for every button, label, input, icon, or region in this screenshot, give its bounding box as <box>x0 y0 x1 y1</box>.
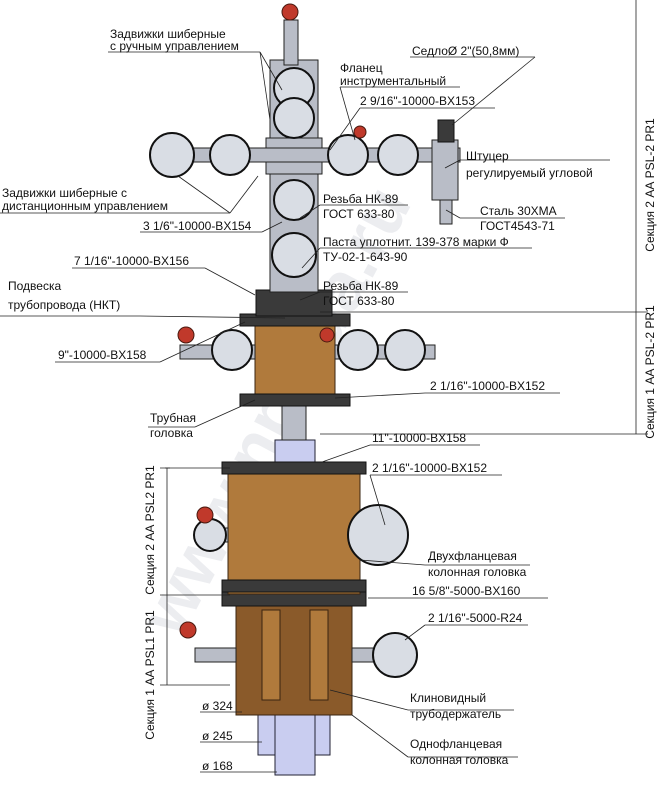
label-bx153: 2 9/16"-10000-BX153 <box>360 94 475 108</box>
valve-wheels <box>149 67 426 678</box>
tubing-right-valve-2 <box>384 329 426 371</box>
choke-outlet <box>439 199 453 225</box>
section-labels: Секция 2 АА PSL-2 PR1 Секция 1 АА PSL-2 … <box>143 118 657 740</box>
double-flange-top <box>221 461 367 475</box>
label-gost633-2: ГОСТ 633-80 <box>323 294 395 308</box>
section-2-low-label: Секция 2 АА PSL2 PR1 <box>143 465 157 595</box>
label-bx154: 3 1/6"-10000-BX154 <box>143 219 252 233</box>
lower-master-valve-2 <box>271 232 317 278</box>
label-seat: СедлоØ 2"(50,8мм) <box>412 44 519 58</box>
left-wing-valve-1 <box>149 132 195 178</box>
double-flange-body <box>227 467 361 595</box>
tree-adapter <box>255 289 333 317</box>
leader-lines <box>0 51 610 773</box>
label-gate-valves-manual-2: с ручным управлением <box>110 39 239 53</box>
label-double-flange-2: колонная головка <box>428 565 527 579</box>
label-tubing-head-1: Трубная <box>150 411 196 425</box>
red-gauges <box>177 3 367 639</box>
label-single-flange-1: Однофланцевая <box>410 737 502 751</box>
wedge-hanger-right <box>309 609 329 701</box>
label-paste-1: Паста уплотнит. 139-378 марки Ф <box>323 235 509 249</box>
label-paste-2: ТУ-02-1-643-90 <box>323 250 408 264</box>
section-dimensions <box>160 0 648 686</box>
section-1-low-label: Секция 1 АА PSL1 PR1 <box>143 610 157 740</box>
wedge-hanger-left <box>261 609 281 701</box>
label-thread-nk89-2: Резьба НК-89 <box>323 279 399 293</box>
right-wing-valve-2 <box>377 134 419 176</box>
label-thread-nk89-1: Резьба НК-89 <box>323 192 399 206</box>
label-r24: 2 1/16"-5000-R24 <box>428 611 523 625</box>
label-tubing-head-2: головка <box>150 426 193 440</box>
left-wing-valve-2 <box>209 134 251 176</box>
choke-bonnet <box>437 119 455 143</box>
label-bx152-mid: 2 1/16"-10000-BX152 <box>372 461 487 475</box>
lower-master-valve-1 <box>273 179 315 221</box>
label-bx152-top: 2 1/16"-10000-BX152 <box>430 379 545 393</box>
label-double-flange-1: Двухфланцевая <box>428 549 517 563</box>
column-head-side-valve <box>347 504 409 566</box>
label-steel-1: Сталь 30ХМА <box>480 204 557 218</box>
tubing-left-gauge <box>177 326 195 344</box>
single-flange-body <box>235 594 353 716</box>
label-hanger-2: трубопровода (НКТ) <box>8 298 120 312</box>
lower-left-outlet <box>194 647 237 663</box>
right-wing-valve-1 <box>327 134 369 176</box>
label-bx156: 7 1/16"-10000-BX156 <box>74 254 189 268</box>
label-d245: ø 245 <box>202 729 233 743</box>
section-2-top-label: Секция 2 АА PSL-2 PR1 <box>643 118 657 252</box>
r24-valve <box>372 632 418 678</box>
choke-body <box>431 139 459 201</box>
tubing-right-valve-1 <box>337 329 379 371</box>
label-choke-2: регулируемый угловой <box>466 166 593 180</box>
tree-top-stem <box>283 19 299 66</box>
section-1-top-label: Секция 1 АА PSL-2 PR1 <box>643 305 657 439</box>
label-flange-1: Фланец <box>340 61 383 75</box>
single-flange-head <box>194 591 393 716</box>
double-flange-bottom <box>221 579 367 593</box>
labels: Задвижки шиберные с ручным управлением С… <box>2 27 593 773</box>
label-hanger-1: Подвеска <box>8 279 61 293</box>
label-bx158-9: 9"-10000-BX158 <box>58 348 147 362</box>
wing-red-cap <box>353 125 367 139</box>
tubing-right-gauge <box>319 327 335 343</box>
christmas-tree <box>159 19 461 317</box>
label-single-flange-2: колонная головка <box>410 753 509 767</box>
label-gate-valves-remote-2: дистанционным управлением <box>2 199 168 213</box>
label-choke-1: Штуцер <box>466 149 509 163</box>
label-wedge-1: Клиновидный <box>410 691 486 705</box>
column-left-gauge <box>196 506 214 524</box>
column-head-left-valve <box>193 518 227 552</box>
label-gate-valves-remote-1: Задвижки шиберные с <box>2 186 127 200</box>
label-gate-valves-manual-1: Задвижки шиберные <box>110 27 226 41</box>
label-bx160: 16 5/8"-5000-BX160 <box>412 584 521 598</box>
tubing-left-valve <box>211 329 253 371</box>
label-d168: ø 168 <box>202 759 233 773</box>
label-steel-2: ГОСТ4543-71 <box>480 219 555 233</box>
label-bx158-11: 11"-10000-BX158 <box>372 431 466 445</box>
label-flange-2: инструментальный <box>340 74 446 88</box>
top-gauge <box>281 3 299 21</box>
label-d324: ø 324 <box>202 699 233 713</box>
tubing-head-bottom-flange <box>239 393 351 407</box>
top-manual-valve-2 <box>273 97 315 139</box>
label-wedge-2: трубодержатель <box>410 707 501 721</box>
lower-left-gauge <box>179 621 197 639</box>
label-gost633-1: ГОСТ 633-80 <box>323 207 395 221</box>
